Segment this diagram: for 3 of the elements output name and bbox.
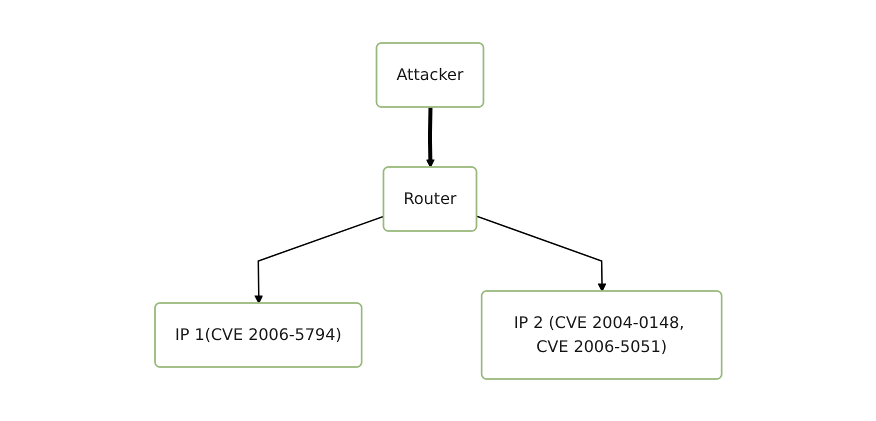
arrow — [426, 106, 434, 168]
arrow — [476, 215, 606, 292]
arrow — [254, 215, 384, 304]
